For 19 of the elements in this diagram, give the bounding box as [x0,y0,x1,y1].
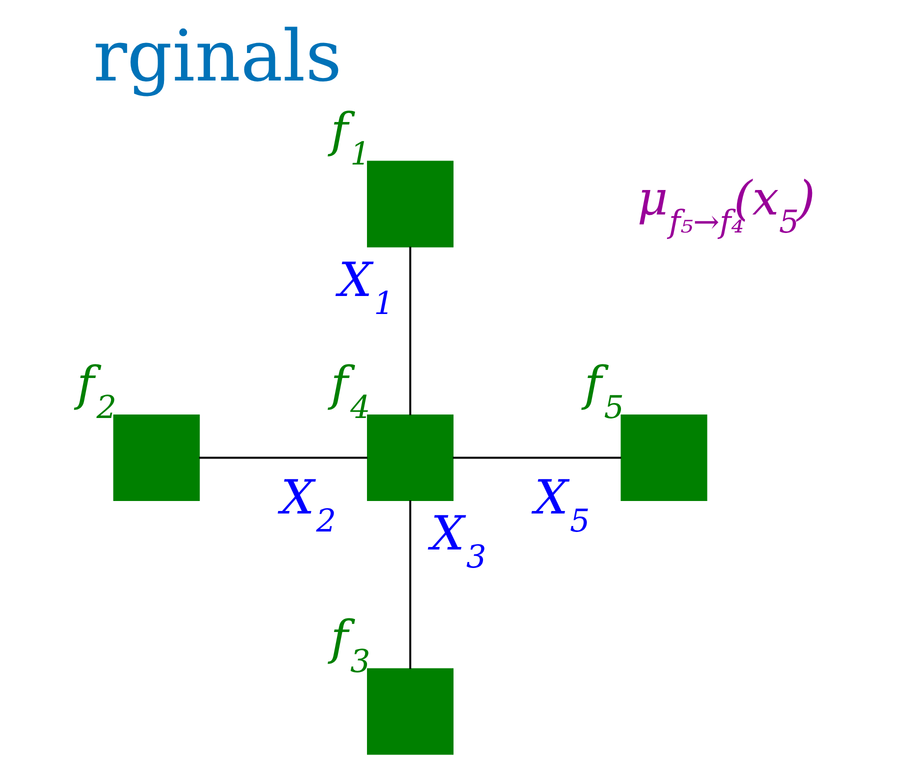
node-box [366,160,454,248]
connector [452,456,621,459]
node-label: f$_{5}$ [584,357,624,426]
node-label: f$_{3}$ [330,610,370,680]
edge-label: X$_{1}$ [338,252,394,322]
node-label: f$_{1}$ [330,103,370,172]
connector [408,246,411,416]
node-box [366,414,454,502]
connector [198,456,367,459]
node-label: f$_{4}$ [330,357,370,426]
node-box [620,414,707,502]
connector [408,500,411,669]
edge-label: X$_{2}$ [280,470,336,540]
node-label: f$_{2}$ [76,357,116,426]
edge-label: X$_{3}$ [430,506,486,576]
label: μ$_{f₅→f₄}$(x$_{5}$) [636,171,815,240]
edge-label: X$_{5}$ [534,470,590,540]
diagram-title: rginals [92,14,342,98]
node-box [112,414,200,502]
